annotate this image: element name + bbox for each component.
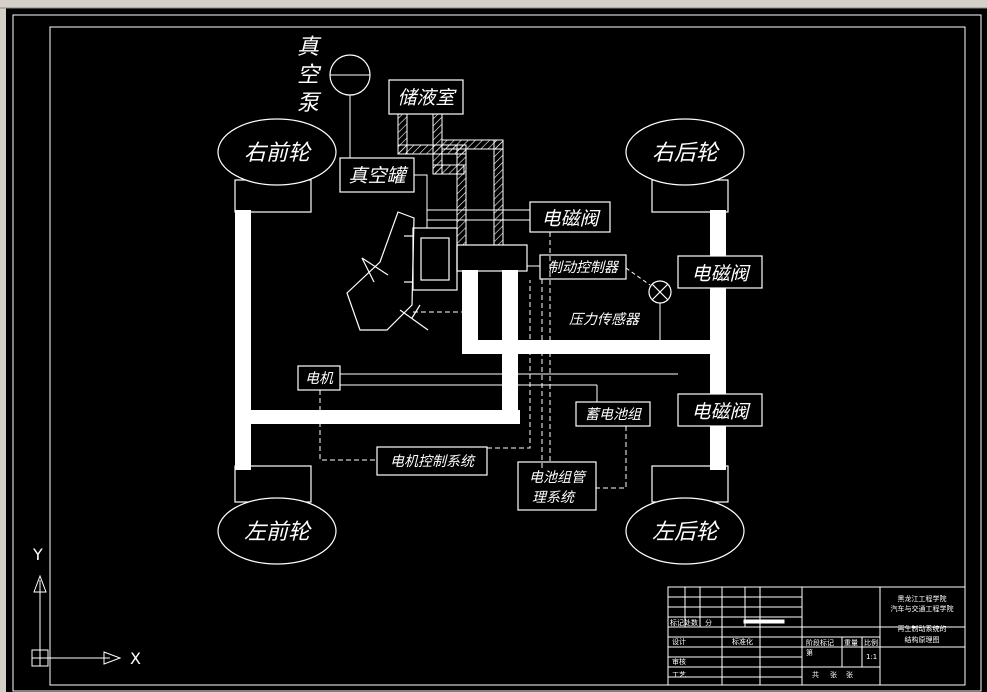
- title-block-drawing-title-1: 再生制动系统的: [898, 624, 947, 633]
- title-block-drawing-title-2: 结构原理图: [905, 635, 940, 644]
- window-top-strip: [0, 0, 987, 8]
- title-block-school: 黑龙江工程学院: [898, 594, 947, 603]
- title-block-sheet-no: 第: [806, 648, 813, 657]
- signal-lines: [319, 232, 627, 489]
- wheel-rear-right: 右后轮: [625, 118, 745, 186]
- vacuum-tank-label: 真空罐: [348, 165, 408, 187]
- wheel-rear-left-label: 左后轮: [652, 520, 720, 545]
- title-block-stage-mark: 阶段标记: [806, 638, 834, 647]
- title-block-scale-value: 1:1: [866, 653, 877, 661]
- valve1-wires: [427, 209, 530, 221]
- wheel-front-right-label: 右前轮: [244, 141, 312, 166]
- brake-controller: 制动控制器: [539, 254, 627, 280]
- title-block-row-design: 设计: [672, 637, 686, 646]
- reservoir: 储液室: [388, 79, 464, 115]
- wheel-rear-left: 左后轮: [625, 497, 745, 565]
- axis-x-label: X: [130, 649, 141, 668]
- title-block-dept: 汽车与交通工程学院: [891, 604, 954, 613]
- title-block-scale-label: 比例: [864, 638, 878, 647]
- axis-y-label: Y: [32, 545, 43, 564]
- solenoid-valve-1-label: 电磁阀: [541, 208, 601, 230]
- vacuum-tank: 真空罐: [339, 157, 415, 193]
- title-block-weight: 重量: [844, 639, 858, 647]
- motor-label: 电机: [305, 371, 334, 387]
- bms-label-line1: 电池组管: [529, 470, 587, 486]
- title-block-total: 共: [812, 670, 819, 679]
- battery-management-system: 电池组管 理系统: [517, 461, 597, 511]
- solenoid-valve-2-label: 电磁阀: [691, 263, 751, 285]
- bms-label-line2: 理系统: [532, 490, 576, 506]
- title-block: [667, 586, 966, 686]
- solenoid-valve-3-label: 电磁阀: [691, 401, 751, 423]
- brake-controller-label: 制动控制器: [548, 260, 620, 276]
- title-block-row-std: 标准化: [732, 637, 753, 646]
- motor-control-system: 电机控制系统: [376, 446, 488, 476]
- solenoid-valve-2: 电磁阀: [677, 255, 763, 289]
- pressure-sensor-label: 压力传感器: [569, 312, 641, 328]
- title-block-sheet-unit: 张: [846, 670, 853, 679]
- vacuum-pump-label-2: 空: [297, 63, 322, 88]
- pressure-sensor: [648, 280, 672, 304]
- wheel-front-left-label: 左前轮: [244, 520, 312, 545]
- battery-pack: 蓄电池组: [575, 401, 651, 427]
- ucs-axis-icon: [31, 574, 122, 667]
- title-block-sheets: 张: [830, 670, 837, 679]
- title-block-row-split: 分: [705, 618, 712, 627]
- vacuum-pump-label-3: 泵: [297, 91, 322, 116]
- vacuum-pump: 真 空 泵: [297, 35, 371, 116]
- title-block-row-mark: 标记处数: [670, 618, 698, 627]
- brake-lines: [235, 210, 726, 470]
- window-left-strip: [0, 8, 6, 692]
- vacuum-tank-line: [414, 174, 428, 228]
- title-block-row-review: 审核: [672, 657, 686, 666]
- pressure-sensor-dashed: [625, 267, 651, 286]
- vacuum-pump-label-1: 真: [297, 35, 322, 60]
- wheel-front-left: 左前轮: [217, 497, 337, 565]
- battery-pack-label: 蓄电池组: [585, 407, 642, 423]
- solenoid-valve-1: 电磁阀: [529, 201, 611, 233]
- wheel-front-right: 右前轮: [217, 118, 337, 186]
- solenoid-valve-3: 电磁阀: [677, 393, 763, 427]
- brake-pedal: [346, 211, 429, 331]
- outer-frame: [12, 14, 982, 692]
- motor-wires: [340, 373, 678, 402]
- reservoir-label: 储液室: [397, 87, 457, 109]
- title-block-row-process: 工艺: [672, 671, 686, 679]
- inner-frame: [49, 26, 966, 686]
- motor: 电机: [297, 365, 341, 391]
- wheel-rear-right-label: 右后轮: [652, 141, 720, 166]
- motor-control-system-label: 电机控制系统: [390, 454, 476, 470]
